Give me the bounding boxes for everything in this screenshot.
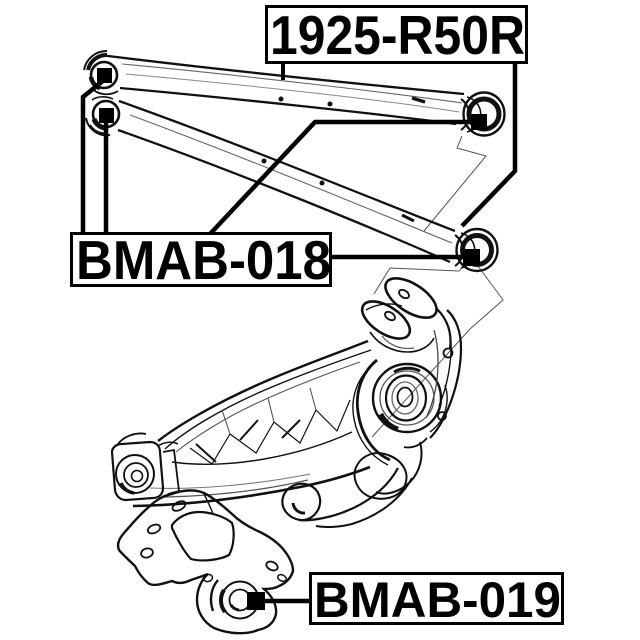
svg-text:1925-R50R: 1925-R50R: [270, 4, 525, 66]
svg-text:BMAB-019: BMAB-019: [314, 572, 561, 628]
svg-text:BMAB-018: BMAB-018: [76, 229, 331, 291]
